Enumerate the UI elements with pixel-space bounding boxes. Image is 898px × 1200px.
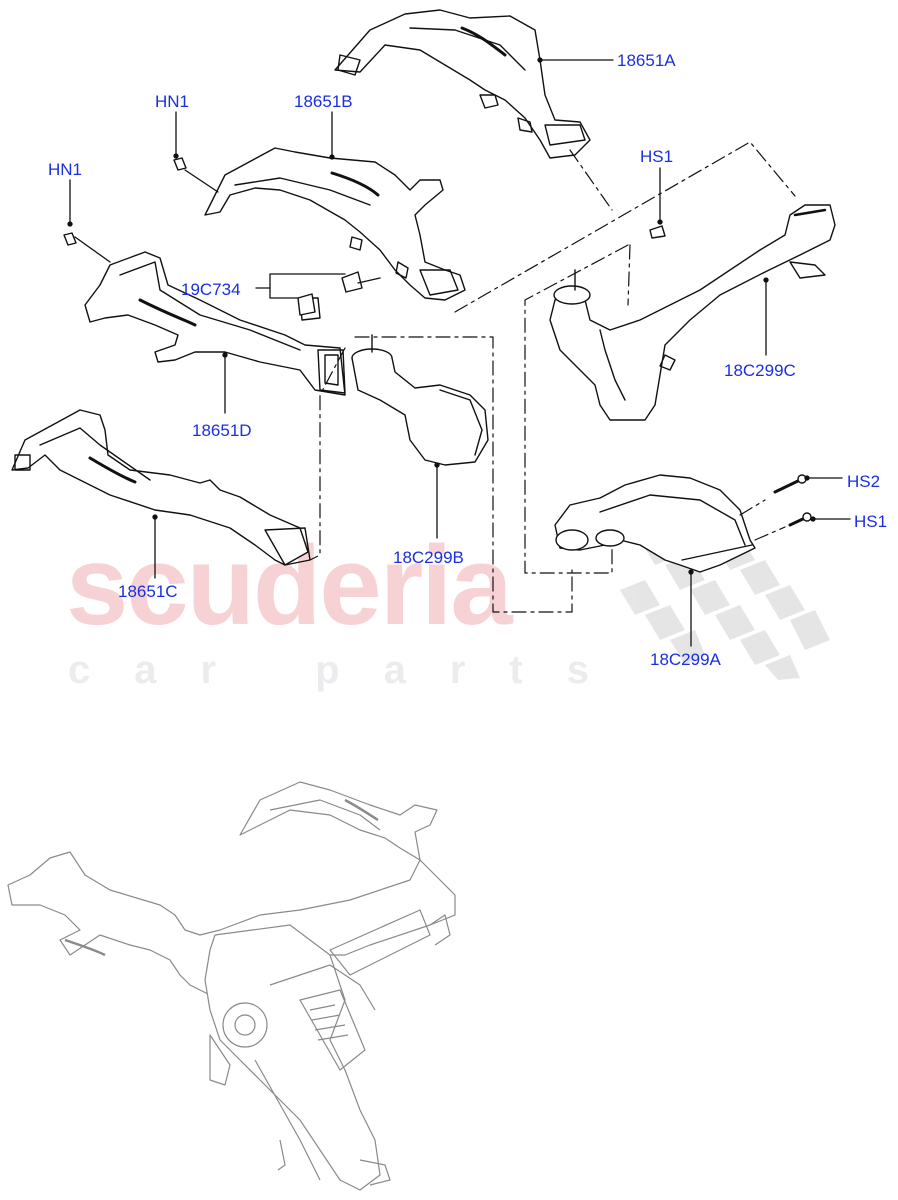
callout-18C299C[interactable]: 18C299C: [724, 361, 796, 380]
duct-18651C: [11, 409, 311, 566]
callout-HN1-lower[interactable]: HN1: [48, 160, 83, 179]
duct-18C299A: [554, 474, 756, 573]
duct-18651A: [334, 9, 591, 159]
duct-18651B: [204, 147, 466, 301]
callout-HS1-lower[interactable]: HS1: [854, 512, 888, 531]
callout-18C299A[interactable]: 18C299A: [650, 650, 721, 669]
callout-18C299B[interactable]: 18C299B: [393, 548, 464, 567]
assembly-centerlines: [309, 141, 796, 613]
watermark-tagline: car parts: [68, 648, 633, 692]
callout-18651B[interactable]: 18651B: [294, 92, 353, 111]
callout-HS1-upper[interactable]: HS1: [640, 147, 674, 166]
duct-18C299B: [351, 334, 489, 466]
callout-HN1-upper[interactable]: HN1: [155, 92, 190, 111]
callout-18651A[interactable]: 18651A: [617, 51, 676, 70]
callout-18651C[interactable]: 18651C: [118, 582, 178, 601]
duct-18651D: [84, 251, 346, 396]
callout-HS2[interactable]: HS2: [847, 472, 881, 491]
callout-18651D[interactable]: 18651D: [192, 421, 252, 440]
leader-lines: [67, 57, 851, 647]
duct-18C299C: [549, 204, 836, 421]
fasteners: [63, 157, 812, 527]
callout-19C734[interactable]: 19C734: [181, 280, 241, 299]
